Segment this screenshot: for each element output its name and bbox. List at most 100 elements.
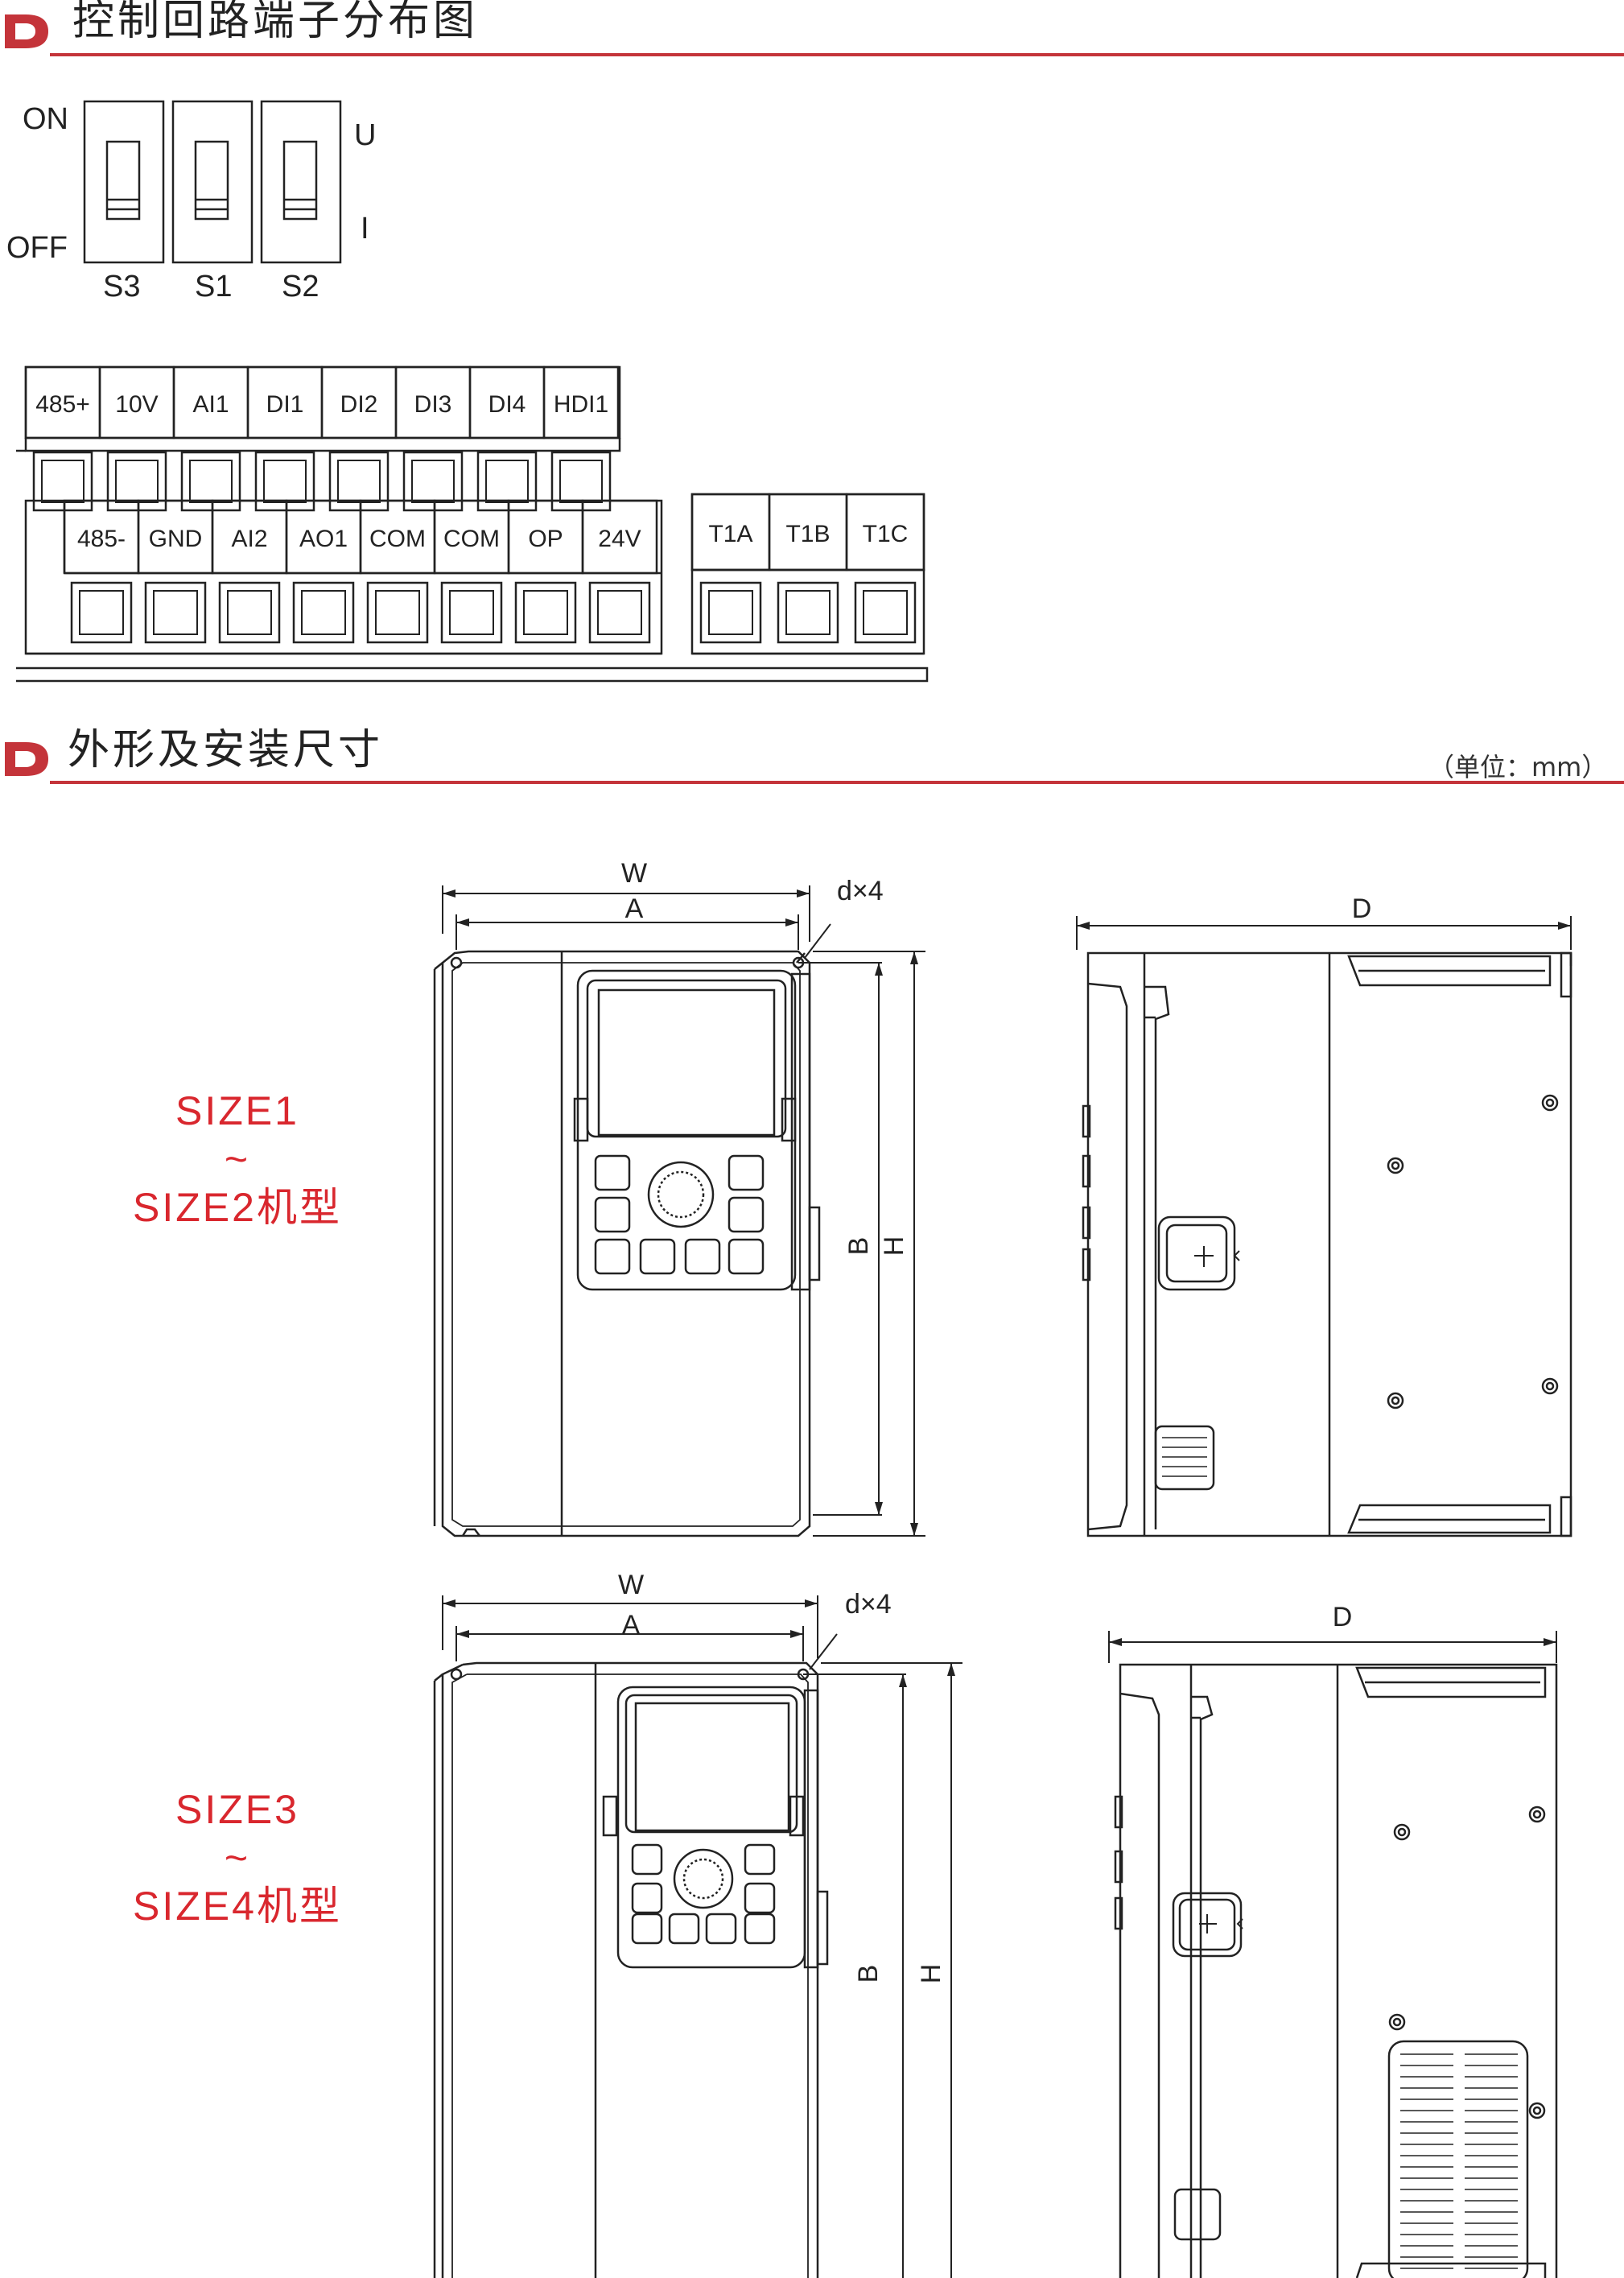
model-line2: SIZE4机型 [133,1884,342,1929]
side-view-size3 [1114,1663,1558,2278]
model-line2: SIZE2机型 [133,1185,342,1230]
terminal-screw-icon [699,581,762,644]
terminal-bottom-label: COM [443,526,500,552]
model-line1: SIZE1 [175,1088,299,1133]
terminal-top-label: DI1 [266,391,304,418]
dip-switch-s1-label: S1 [195,270,232,303]
terminal-screw-icon [514,581,577,644]
dim-w-label-size1: W [621,858,647,889]
dim-a-label-size3: A [622,1610,641,1640]
terminal-screw-icon [777,581,839,644]
terminal-screw-icon [106,451,167,512]
terminal-screw-icon [550,451,612,512]
terminal-bottom-label: AI2 [231,526,267,552]
terminal-screw-inner [227,590,272,635]
terminal-screw-icon [180,451,241,512]
terminal-screw-inner [301,590,346,635]
front-view-size3 [433,1661,829,2278]
terminal-top-label: DI4 [488,391,526,418]
terminal-screw-icon [402,451,464,512]
section-logo-icon [5,742,48,776]
side-dimensions-size3 [1108,1631,1557,1663]
model-label-size3-4: SIZE3 ~ SIZE4机型 [68,1785,406,1930]
terminal-screw-icon [476,451,538,512]
terminal-screw-icon [366,581,429,644]
terminal-screw-icon [254,451,315,512]
terminal-bottom-label: COM [369,526,426,552]
terminal-screw-inner [449,590,494,635]
terminal-bottom-label: GND [149,526,203,552]
terminal-top-label: 485+ [35,391,90,418]
terminal-screw-inner [559,460,603,503]
dim-w-label-size3: W [618,1570,644,1600]
model-label-size1-2: SIZE1 ~ SIZE2机型 [68,1087,406,1232]
terminal-screw-inner [523,590,568,635]
dip-off-label: OFF [6,231,68,265]
terminal-bottom-label: OP [528,526,563,552]
section-title-terminals: 控制回路端子分布图 [72,0,479,45]
dim-h-label-size1: H [879,1236,909,1257]
terminal-screw-inner [485,460,529,503]
terminal-screw-icon [854,581,917,644]
dim-depth-label-size1: D [1352,893,1372,924]
dim-h-label-size3: H [916,1964,946,1984]
terminal-screw-inner [863,590,908,635]
terminal-screw-inner [189,460,233,503]
terminal-screw-icon [144,581,207,644]
terminal-screw-icon [328,451,390,512]
terminal-screw-inner [79,590,124,635]
terminal-screw-icon [292,581,355,644]
terminal-screw-icon [440,581,503,644]
terminal-top-label: DI3 [414,391,452,418]
terminal-screw-inner [708,590,753,635]
dim-b-label-size3: B [853,1965,884,1983]
terminal-top-label: AI1 [192,391,229,418]
terminal-top-label: 10V [115,391,158,418]
dip-u-label: U [354,118,376,152]
front-dimensions-size1 [442,885,925,1537]
terminal-screw-icon [32,451,93,512]
usb-icon [1199,1914,1243,1933]
terminal-relay-label: T1A [708,521,752,547]
terminal-bottom-label: 24V [598,526,641,552]
terminal-top-label: DI2 [340,391,378,418]
terminal-screw-inner [411,460,455,503]
dip-i-label: I [361,212,369,246]
terminal-screw-inner [337,460,381,503]
section-title-dimensions: 外形及安装尺寸 [68,726,384,774]
terminal-screw-inner [263,460,307,503]
terminal-bottom-label: 485- [77,526,126,552]
terminal-bottom-cell [581,499,658,575]
dip-switch-s3-label: S3 [103,270,140,303]
terminal-screw-inner [115,460,159,503]
section-logo-icon [5,14,48,48]
terminal-top-cell [542,365,620,440]
dip-switch-s2-label: S2 [282,270,319,303]
terminal-screw-inner [785,590,831,635]
dim-d-hole-label-size1: d×4 [837,876,884,906]
terminal-relay-cell [845,493,925,572]
side-view-size1 [1082,951,1572,1537]
dim-b-label-size1: B [843,1237,874,1256]
terminal-bottom-label: AO1 [299,526,348,552]
terminal-relay-label: T1B [785,521,830,547]
terminal-grid: 485+ 10V AI1 DI1 DI2 DI3 DI4 HDI1 485- GND AI2 AO1 C… [24,365,925,644]
terminal-screw-inner [41,460,84,503]
model-tilde: ~ [224,1835,251,1880]
model-tilde: ~ [224,1137,251,1182]
section-divider [50,781,1624,784]
terminal-screw-icon [588,581,651,644]
dim-a-label-size1: A [625,893,644,924]
vent-grille [1162,1437,1207,1477]
terminal-screw-inner [597,590,642,635]
vent-grille [1400,2053,1518,2269]
section-divider [50,53,1624,56]
dip-switch-block [83,100,342,264]
unit-note: （单位：mm） [1428,752,1608,782]
front-dimensions-size3 [442,1595,962,2278]
terminal-screw-icon [70,581,133,644]
front-view-size1 [433,950,821,1537]
terminal-top-label: HDI1 [554,391,608,418]
dim-depth-label-size3: D [1333,1602,1353,1632]
